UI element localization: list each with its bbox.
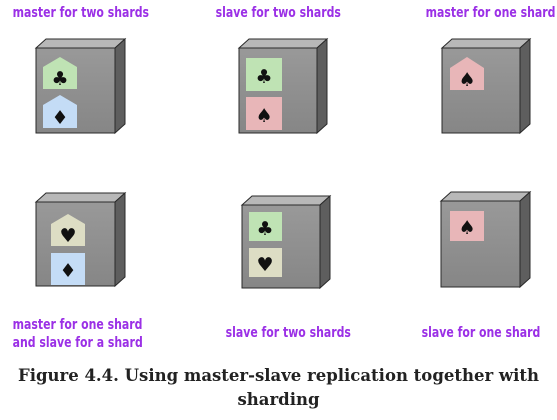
figure-caption: Figure 4.4. Using master-slave replicati…	[18, 366, 539, 409]
hearts-suit-icon: ♥	[256, 254, 273, 276]
server-node-4: ♥ ♦	[34, 191, 127, 288]
label-slave-two-shards-bottom: slave for two shards	[225, 325, 351, 341]
hearts-suit-icon: ♥	[59, 225, 76, 247]
label-master-and-slave: master for one shard and slave for a sha…	[12, 317, 143, 351]
server-node-1: ♣ ♦	[34, 37, 127, 135]
server-node-5: ♣ ♥	[240, 194, 332, 290]
slave-shard-hearts: ♥	[249, 248, 282, 277]
diamonds-suit-icon: ♦	[51, 107, 68, 129]
master-shard-clubs: ♣	[43, 57, 77, 90]
clubs-suit-icon: ♣	[51, 68, 68, 90]
label-master-one-shard: master for one shard	[425, 5, 556, 21]
label-slave-two-shards-top: slave for two shards	[215, 5, 341, 21]
master-shard-hearts: ♥	[51, 214, 85, 247]
spades-suit-icon: ♠	[458, 217, 475, 239]
master-shard-spades: ♠	[450, 57, 484, 91]
clubs-suit-icon: ♣	[255, 66, 272, 88]
spades-suit-icon: ♠	[458, 69, 475, 91]
server-node-2: ♣ ♠	[237, 37, 329, 135]
label-slave-one-shard: slave for one shard	[421, 325, 541, 341]
server-node-6: ♠	[439, 190, 532, 289]
slave-shard-clubs: ♣	[249, 212, 282, 241]
diamonds-suit-icon: ♦	[59, 260, 76, 282]
spades-suit-icon: ♠	[255, 105, 272, 127]
master-shard-diamonds: ♦	[43, 95, 77, 129]
slave-shard-spades: ♠	[450, 211, 484, 241]
slave-shard-clubs: ♣	[246, 58, 282, 91]
clubs-suit-icon: ♣	[256, 218, 273, 240]
server-node-3: ♠	[440, 37, 532, 135]
label-master-two-shards: master for two shards	[12, 5, 150, 21]
slave-shard-spades: ♠	[246, 97, 282, 130]
slave-shard-diamonds: ♦	[51, 253, 85, 285]
